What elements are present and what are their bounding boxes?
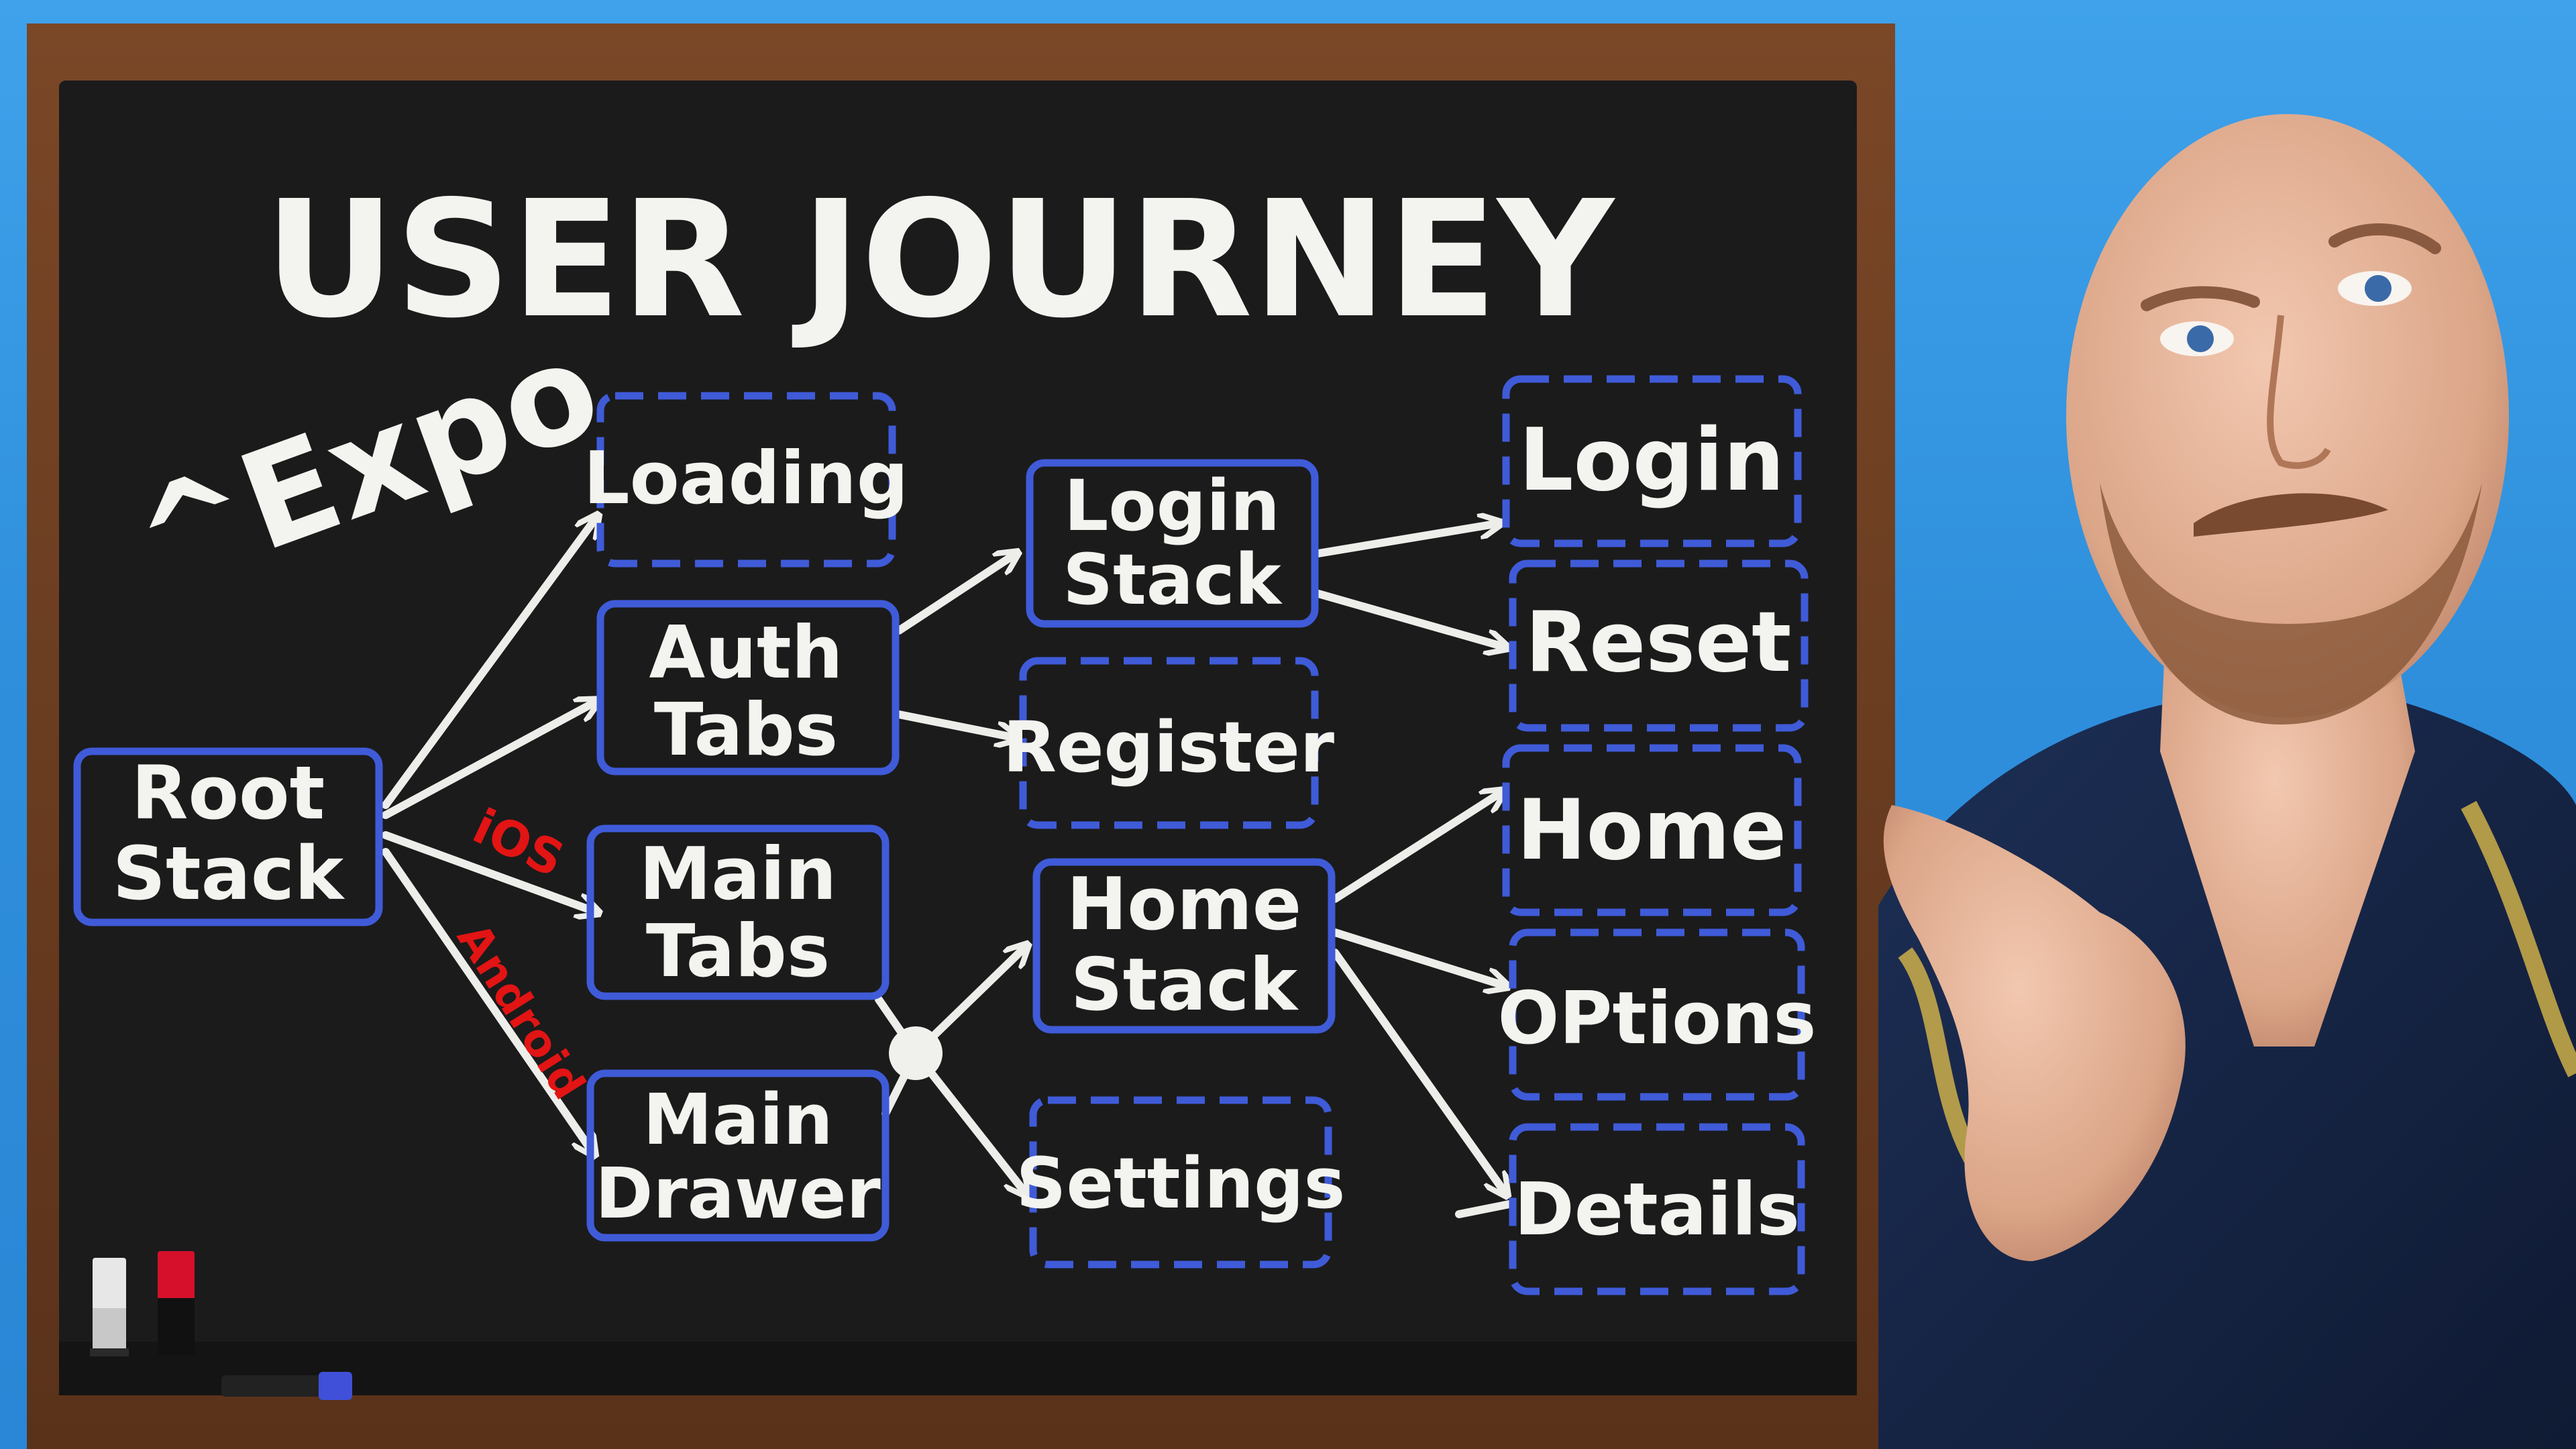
presenter-photo — [1878, 114, 2576, 1449]
red-marker[interactable] — [158, 1251, 195, 1355]
beard — [2100, 483, 2482, 724]
node-settings[interactable]: Settings — [1016, 1096, 1346, 1269]
edge-homestack-home — [1331, 792, 1503, 903]
edge-homestack-options — [1331, 928, 1506, 986]
pointing-hand — [1883, 805, 2186, 1261]
edge-root-loading — [382, 517, 597, 809]
svg-text:Home: Home — [1067, 863, 1301, 947]
node-root-stack[interactable]: Root Stack — [73, 747, 383, 926]
junction-dot — [889, 1026, 943, 1080]
white-marker[interactable] — [90, 1258, 129, 1356]
svg-text:Tabs: Tabs — [654, 688, 838, 772]
svg-text:Main: Main — [643, 1079, 833, 1161]
edge-junction-settings — [912, 1049, 1026, 1194]
svg-text:Login: Login — [1064, 465, 1280, 547]
edge-root-drawer — [382, 848, 594, 1154]
mustache — [2194, 493, 2388, 537]
edge-loginstack-login — [1314, 523, 1499, 557]
node-reset[interactable]: Reset — [1509, 559, 1809, 732]
board-surface — [59, 80, 1857, 1395]
neck — [2160, 604, 2415, 1046]
blue-marker[interactable] — [221, 1372, 352, 1400]
edges — [382, 517, 1513, 1218]
svg-text:Auth: Auth — [649, 611, 843, 695]
node-details[interactable]: Details — [1509, 1123, 1805, 1295]
edge-auth-loginstack — [895, 553, 1016, 635]
edge-root-maintabs — [382, 831, 597, 912]
node-main-tabs[interactable]: Main Tabs — [586, 824, 890, 1000]
svg-text:Main: Main — [639, 833, 837, 916]
node-options[interactable]: OPtions — [1498, 928, 1817, 1101]
svg-text:Settings: Settings — [1016, 1142, 1346, 1224]
svg-text:Stack: Stack — [113, 830, 345, 916]
svg-text:Stack: Stack — [1063, 539, 1283, 621]
head — [2066, 114, 2509, 718]
svg-text:Tabs: Tabs — [646, 910, 830, 994]
svg-text:Loading: Loading — [584, 437, 908, 521]
node-home[interactable]: Home — [1502, 744, 1802, 916]
edge-root-auth — [382, 701, 597, 819]
svg-text:OPtions: OPtions — [1498, 977, 1817, 1061]
node-login[interactable]: Login — [1502, 375, 1802, 547]
svg-text:Root: Root — [131, 750, 325, 836]
svg-text:Login: Login — [1519, 411, 1784, 511]
edge-auth-register — [895, 710, 1016, 738]
node-login-stack[interactable]: Login Stack — [1026, 459, 1319, 628]
node-home-stack[interactable]: Home Stack — [1032, 858, 1336, 1034]
edge-loginstack-reset — [1314, 590, 1506, 647]
edge-homestack-details — [1331, 949, 1506, 1194]
edge-details-back — [1455, 1200, 1513, 1218]
svg-text:Details: Details — [1514, 1168, 1800, 1252]
node-loading[interactable]: Loading — [584, 392, 908, 568]
svg-text:Home: Home — [1517, 782, 1786, 879]
node-main-drawer[interactable]: Main Drawer — [586, 1069, 890, 1242]
node-register[interactable]: Register — [1003, 657, 1334, 829]
svg-text:Stack: Stack — [1071, 943, 1299, 1027]
svg-text:Drawer: Drawer — [595, 1152, 881, 1234]
diagram-title: USER JOURNEY — [264, 166, 1616, 354]
svg-text:Reset: Reset — [1525, 594, 1792, 691]
node-auth-tabs[interactable]: Auth Tabs — [596, 600, 900, 775]
svg-text:Register: Register — [1003, 706, 1334, 788]
